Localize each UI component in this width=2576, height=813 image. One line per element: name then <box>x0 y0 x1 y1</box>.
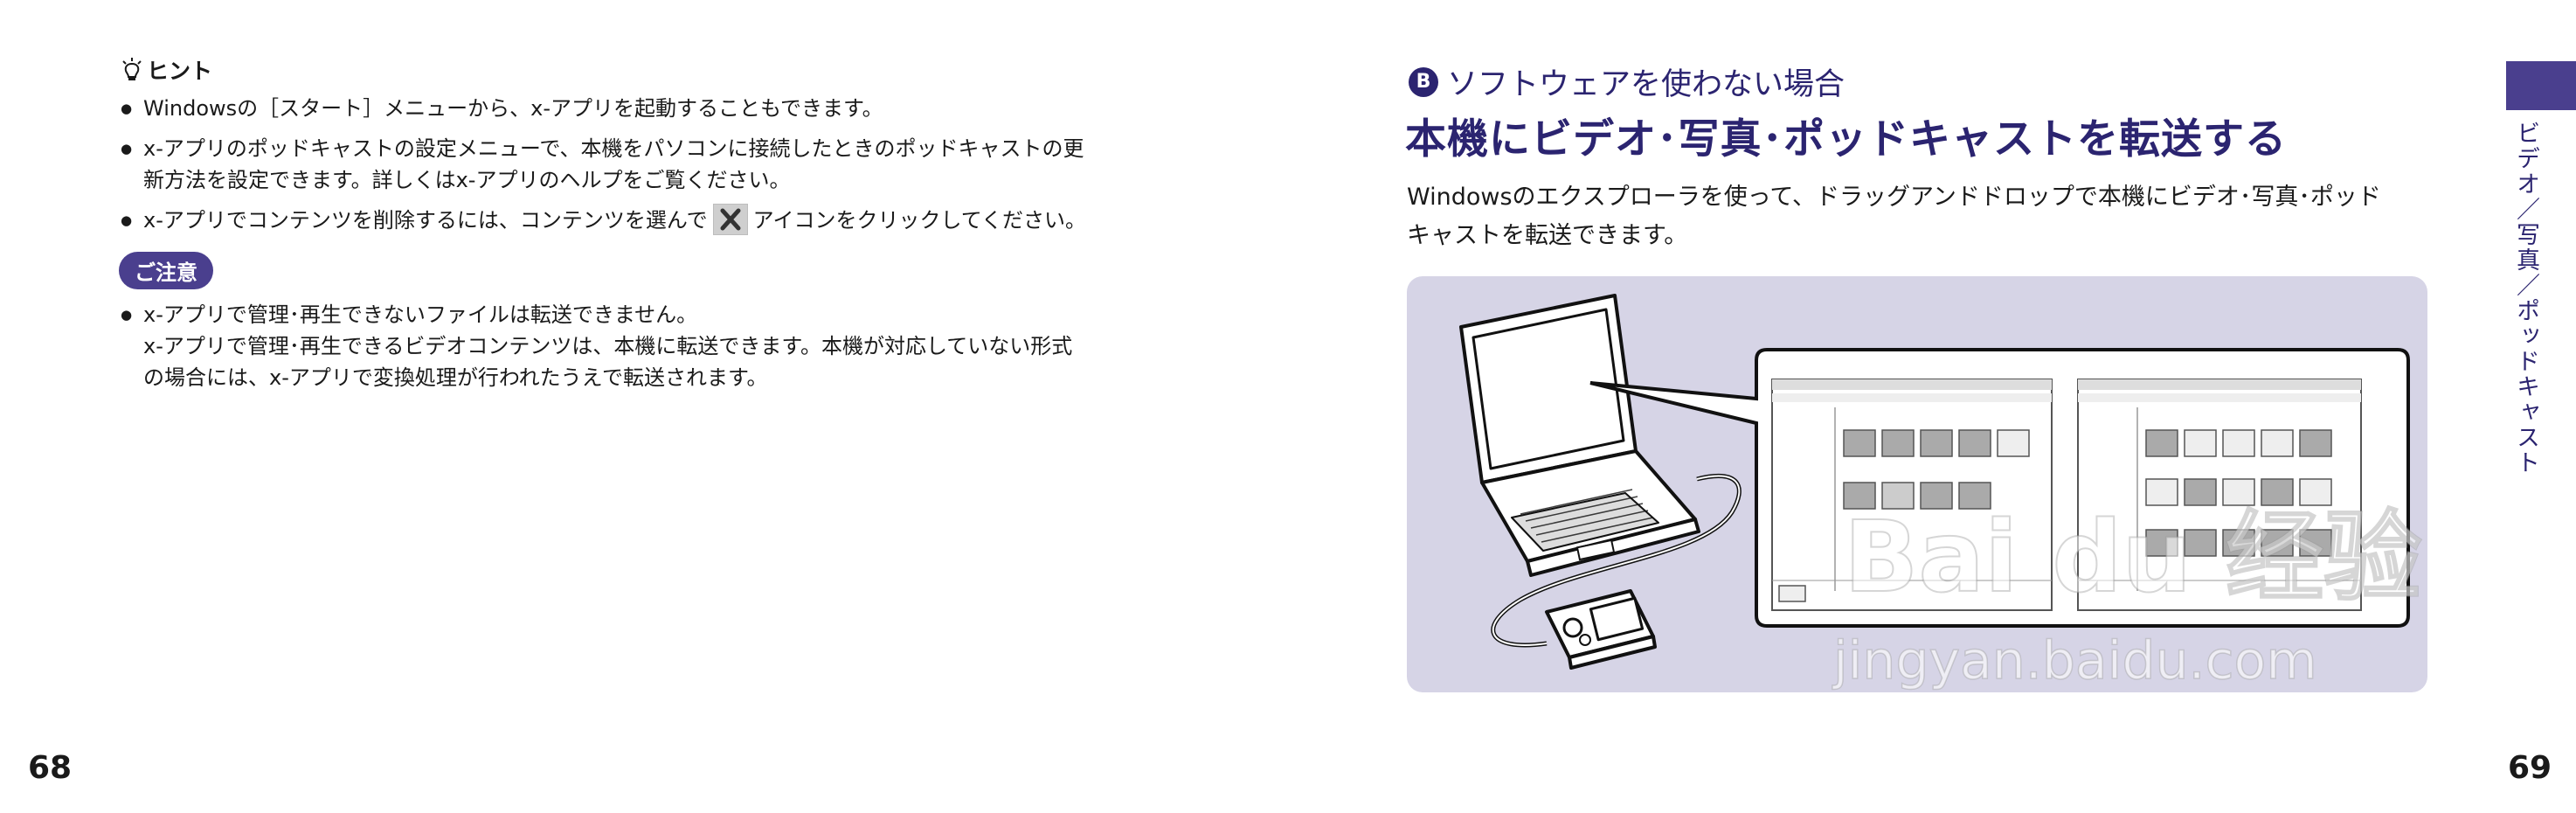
hint-title-text: ヒント <box>147 59 213 84</box>
section-heading-text: ソフトウェアを使わない場合 <box>1447 67 1845 102</box>
caution-item: x-アプリで管理･再生できないファイルは転送できません。 x-アプリで管理･再生… <box>121 299 1187 393</box>
watermark-logo: Bai du 经验 <box>1844 501 2421 615</box>
hint-text: アイコンをクリックしてください。 <box>752 208 1087 233</box>
section-letter-badge: B <box>1409 66 1438 97</box>
hint-heading: ヒント <box>121 54 212 86</box>
intro-text: Windowsのエクスプローラを使って、ドラッグアンドドロップで本機にビデオ･写… <box>1407 184 2381 211</box>
hint-item: x-アプリでコンテンツを削除するには、コンテンツを選んで アイコンをクリックしてく… <box>121 204 1187 237</box>
chapter-tab-label: ビデオ／写真／ポッドキャスト <box>2512 121 2539 476</box>
hint-list: Windowsの［スタート］メニューから、x-アプリを起動することもできます。 … <box>121 93 1187 246</box>
caution-badge: ご注意 <box>119 252 213 289</box>
page-number-right: 69 <box>2508 750 2552 786</box>
delete-x-icon <box>712 204 748 235</box>
hint-text: x-アプリのポッドキャストの設定メニューで、本機をパソコンに接続したときのポッド… <box>143 136 1084 161</box>
hint-text: Windowsの［スタート］メニューから、x-アプリを起動することもできます。 <box>143 96 883 121</box>
caution-list: x-アプリで管理･再生できないファイルは転送できません。 x-アプリで管理･再生… <box>121 299 1187 402</box>
lightbulb-icon <box>122 58 142 80</box>
walkman-player-icon <box>1545 589 1657 670</box>
caution-text: x-アプリで管理･再生できないファイルは転送できません。 <box>143 302 698 327</box>
hint-item: x-アプリのポッドキャストの設定メニューで、本機をパソコンに接続したときのポッド… <box>121 133 1187 196</box>
explorer-windows-callout <box>1589 348 2410 628</box>
chapter-tab-marker <box>2506 61 2576 110</box>
caution-text: x-アプリで管理･再生できるビデオコンテンツは、本機に転送できます。本機が対応し… <box>143 334 1073 358</box>
hint-text: x-アプリでコンテンツを削除するには、コンテンツを選んで <box>143 208 708 233</box>
page-title: 本機にビデオ･写真･ポッドキャストを転送する <box>1405 115 2287 163</box>
intro-text: キャストを転送できます。 <box>1407 222 1688 249</box>
caution-text: の場合には、x-アプリで変換処理が行われたうえで転送されます。 <box>143 365 768 390</box>
transfer-illustration: Bai du 经验 jingyan.baidu.com <box>1407 276 2427 692</box>
laptop-to-player-illustration: Bai du 经验 jingyan.baidu.com <box>1459 294 2422 692</box>
section-heading: B ソフトウェアを使わない場合 <box>1409 59 1845 104</box>
hint-text: 新方法を設定できます。詳しくはx-アプリのヘルプをご覧ください。 <box>143 168 791 192</box>
watermark-url: jingyan.baidu.com <box>1832 630 2317 691</box>
page-number-left: 68 <box>28 750 73 786</box>
intro-paragraph: Windowsのエクスプローラを使って、ドラッグアンドドロップで本機にビデオ･写… <box>1407 178 2438 255</box>
hint-item: Windowsの［スタート］メニューから、x-アプリを起動することもできます。 <box>121 93 1187 124</box>
